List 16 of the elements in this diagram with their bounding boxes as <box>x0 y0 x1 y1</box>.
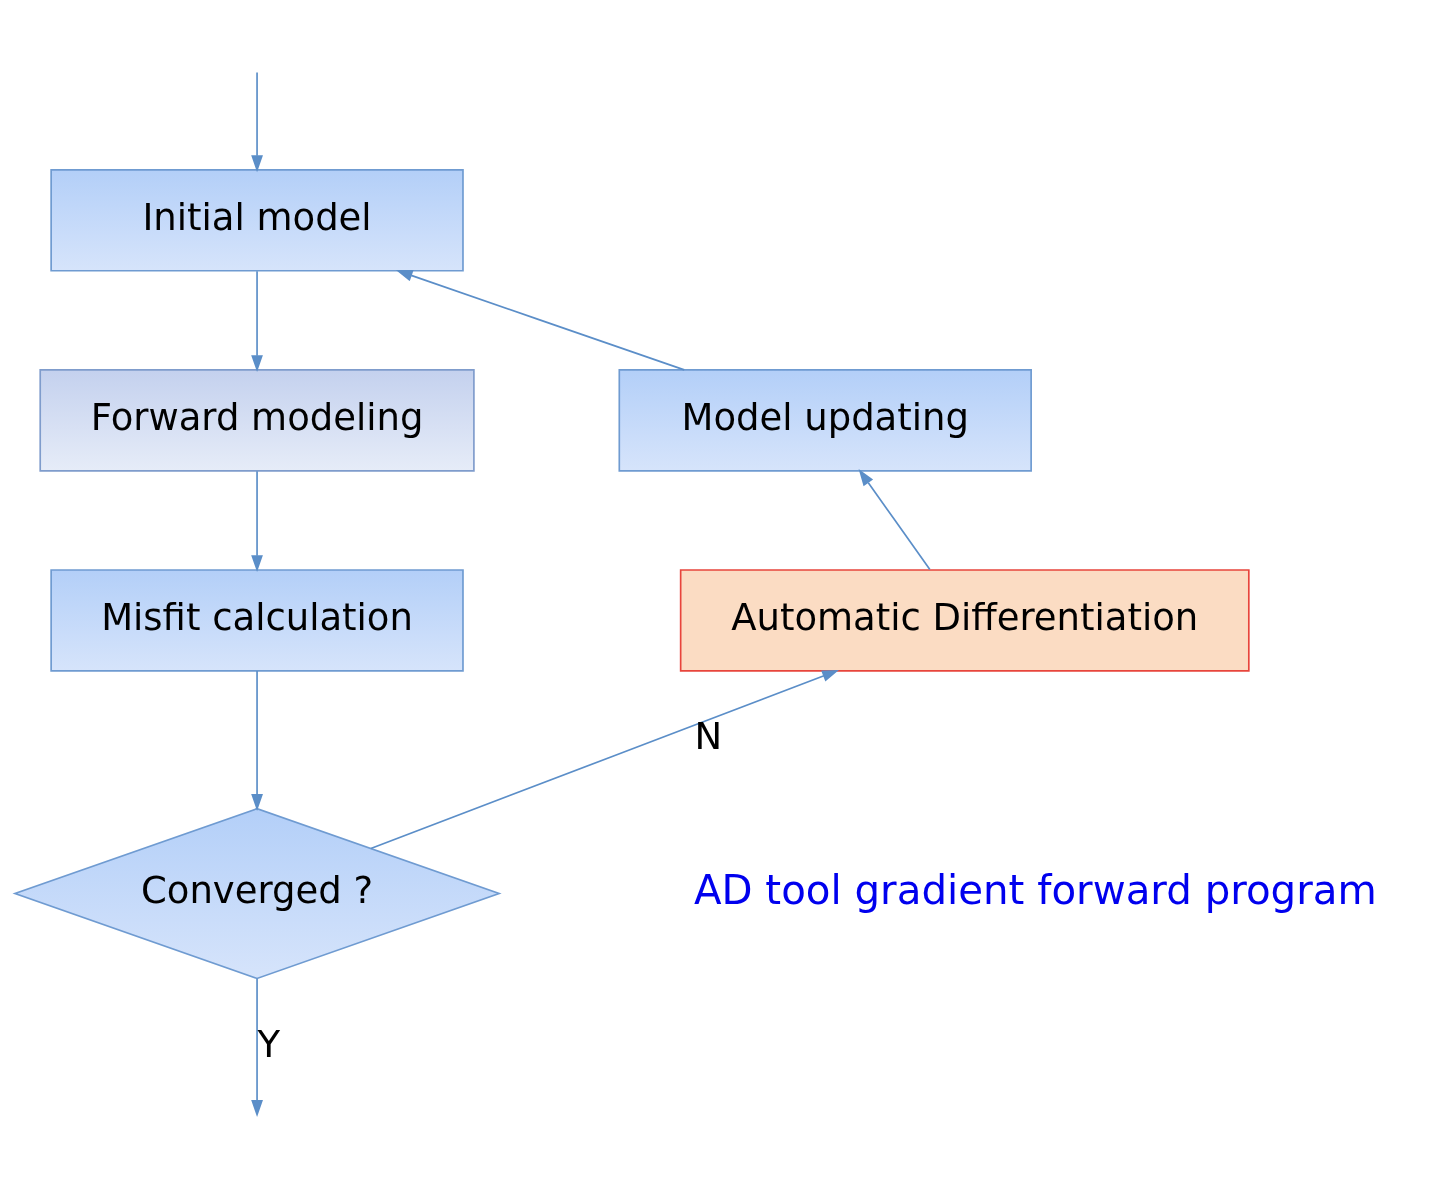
node-diamond: Converged ? <box>12 807 502 979</box>
arrow <box>251 669 263 811</box>
node-box: Model updating <box>618 368 1032 472</box>
node-box: Forward modeling <box>39 368 475 472</box>
edge-label: N <box>694 714 723 758</box>
arrow <box>395 269 686 371</box>
arrow <box>858 468 931 570</box>
node-box: Automatic Differentiation <box>679 568 1250 672</box>
arrow <box>251 469 263 572</box>
node-box: Misfit calculation <box>50 568 464 672</box>
arrow <box>251 71 263 172</box>
arrow <box>251 269 263 372</box>
node-box: Initial model <box>50 168 464 272</box>
arrow <box>370 669 839 849</box>
label: AD tool gradient forward program <box>693 866 1377 914</box>
arrow <box>251 977 263 1117</box>
